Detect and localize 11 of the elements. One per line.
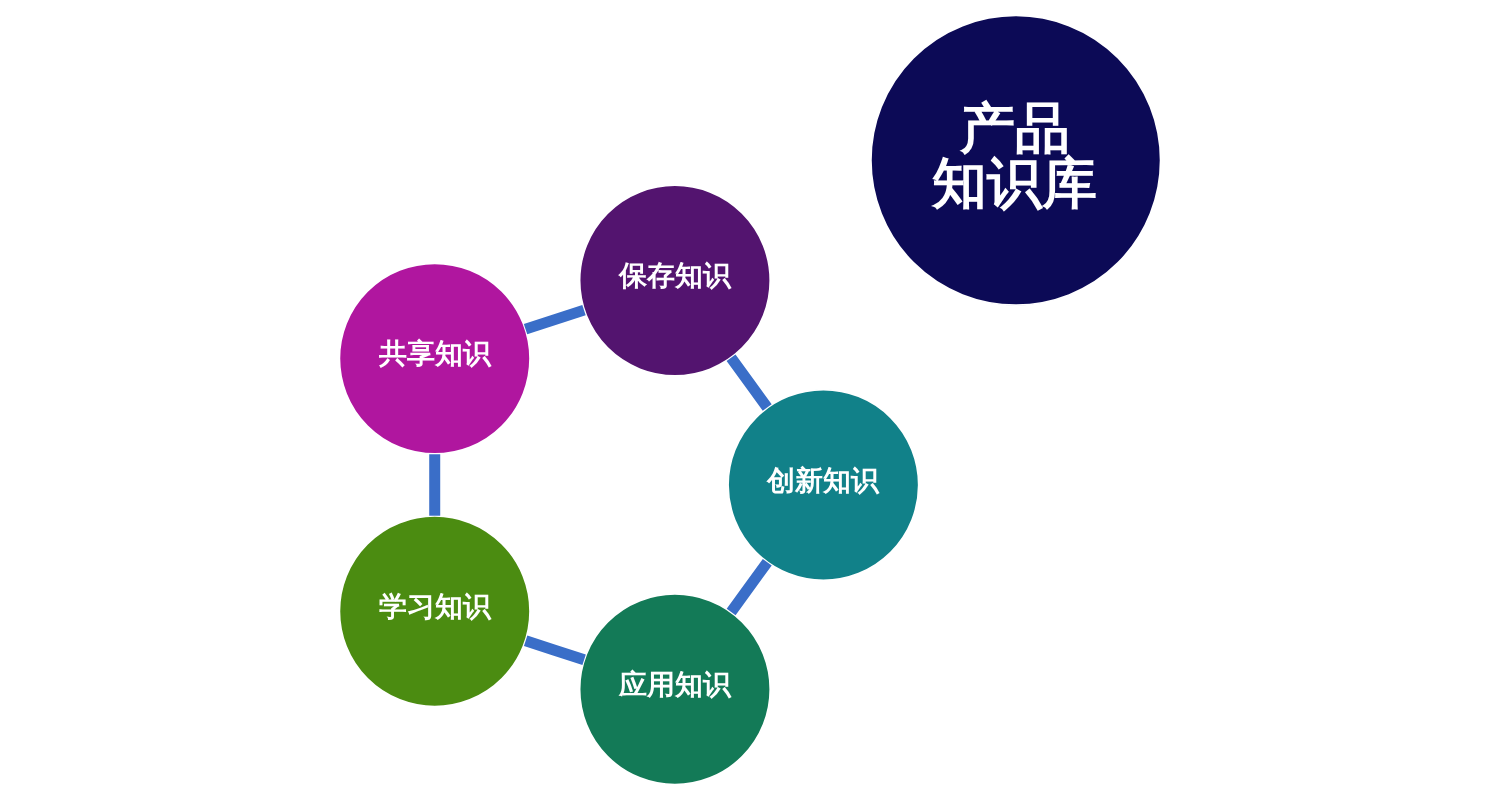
node-circle: 共享知识 — [338, 262, 531, 455]
connector — [726, 558, 772, 616]
connector — [523, 304, 586, 335]
connector — [429, 454, 441, 516]
connector — [523, 635, 586, 665]
node-circle: 应用知识 — [578, 592, 772, 786]
node-circle: 学习知识 — [338, 514, 531, 708]
node-circle: 产品知识库 — [869, 14, 1162, 307]
connector — [726, 354, 772, 411]
node-circle: 创新知识 — [727, 388, 920, 582]
node-circle: 保存知识 — [578, 184, 772, 377]
